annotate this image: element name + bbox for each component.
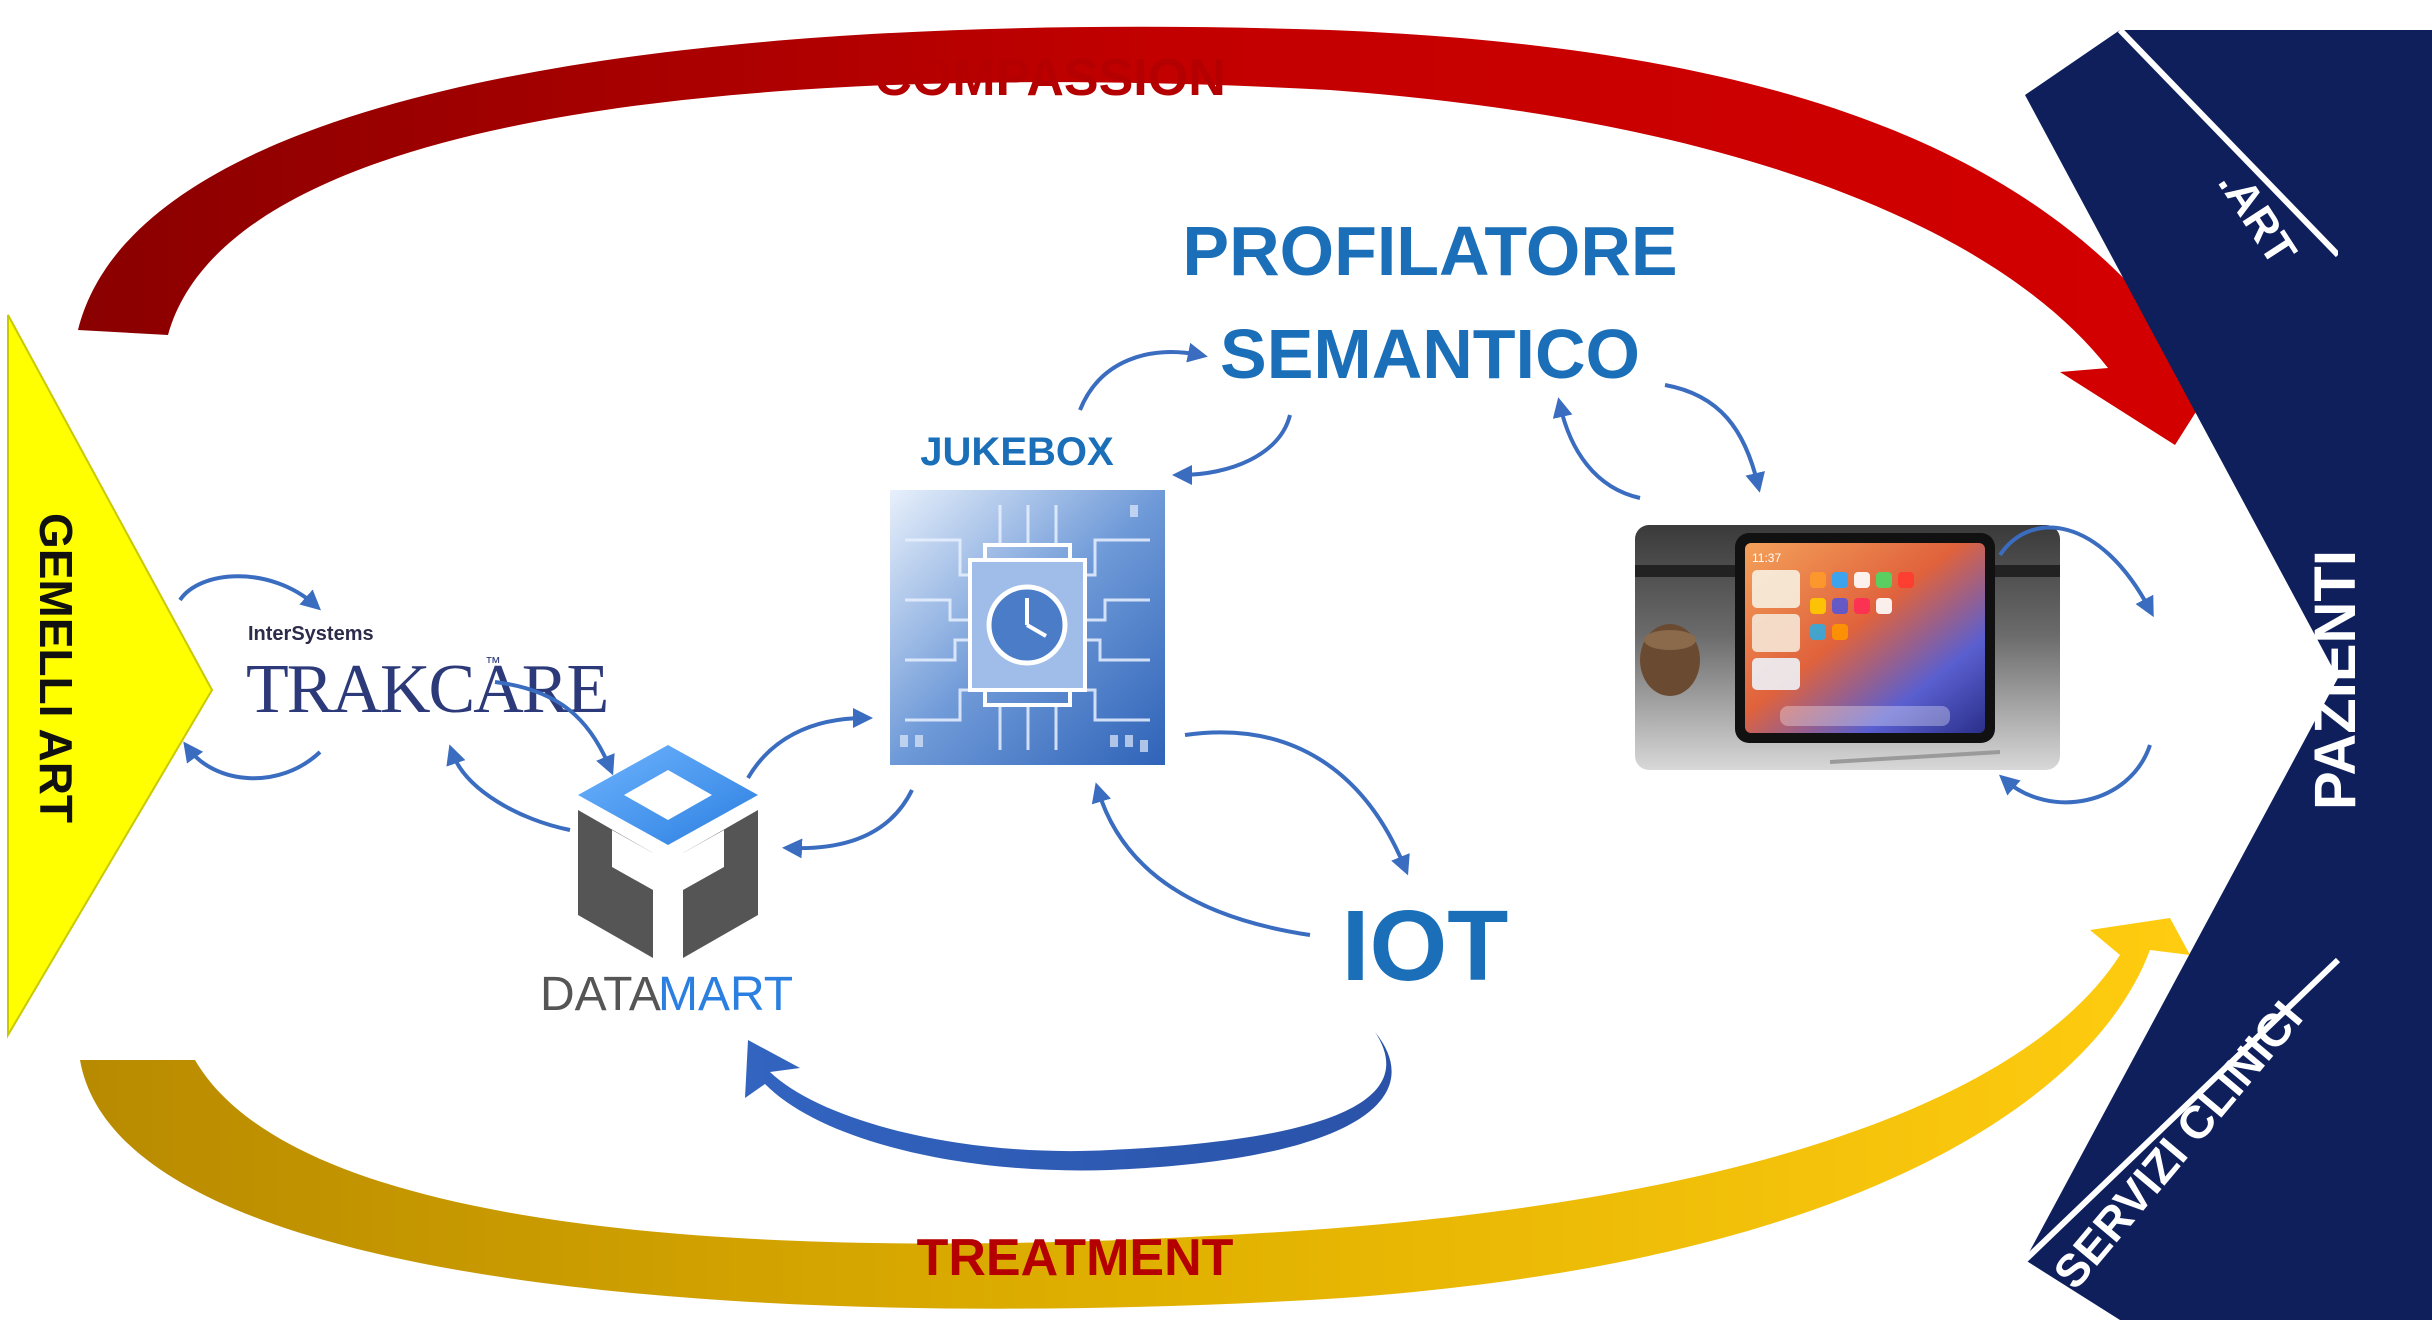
connector-tablet-to-profilatore xyxy=(1552,397,1641,500)
connector-datamart-to-jukebox xyxy=(746,708,873,780)
profilatore-label-line1: PROFILATORE xyxy=(1182,212,1677,290)
profilatore-label-line2: SEMANTICO xyxy=(1220,315,1640,393)
compassion-arrow xyxy=(78,26,2235,445)
treatment-label: TREATMENT xyxy=(917,1229,1234,1287)
connector-arrows xyxy=(178,342,2154,937)
tablet-clock: 11:37 xyxy=(1752,551,1781,565)
connector-jukebox-to-datamart xyxy=(782,789,914,859)
trakcare-wordmark: TRAKCARE xyxy=(246,651,607,728)
tablet-photo: 11:37 xyxy=(1635,525,2060,770)
intersystems-wordmark: InterSystems xyxy=(248,623,374,645)
connector-tablet-to-pazienti-top xyxy=(1998,525,2154,618)
jukebox-chip-image xyxy=(890,490,1165,765)
connector-iot-to-jukebox xyxy=(1091,782,1311,937)
datamart-mart-wordmark: MART xyxy=(658,968,793,1021)
gemelli-triangle xyxy=(7,314,214,1039)
connector-profilatore-to-jukebox xyxy=(1172,414,1292,485)
treatment-arrow xyxy=(80,918,2190,1309)
trademark-mark: ™ xyxy=(485,655,501,672)
connector-jukebox-to-iot xyxy=(1184,730,1410,876)
datamart-logo: DATA MART xyxy=(540,745,793,1021)
connector-trak-to-datamart xyxy=(494,680,615,776)
iot-label: IOT xyxy=(1342,890,1509,1002)
connector-trak-top xyxy=(178,574,321,611)
gemelli-label: GEMELLI ART xyxy=(30,513,82,823)
jukebox-label: JUKEBOX xyxy=(920,430,1114,474)
connector-datamart-to-trak xyxy=(446,744,571,832)
connector-pazienti-to-tablet-bottom xyxy=(1999,744,2152,805)
datamart-data-wordmark: DATA xyxy=(540,968,661,1021)
connector-trak-bottom xyxy=(183,741,322,781)
connector-profilatore-to-tablet xyxy=(1664,383,1765,493)
connector-jukebox-to-profilatore xyxy=(1078,342,1208,411)
pazienti-chevron xyxy=(2025,30,2432,1320)
pazienti-label: PAZIENTI xyxy=(2303,550,2368,810)
compassion-label: COMPASSION xyxy=(874,49,1226,107)
iot-to-datamart-arrow xyxy=(745,1032,1392,1171)
trakcare-logo: InterSystems TRAKCARE ™ xyxy=(246,623,609,728)
